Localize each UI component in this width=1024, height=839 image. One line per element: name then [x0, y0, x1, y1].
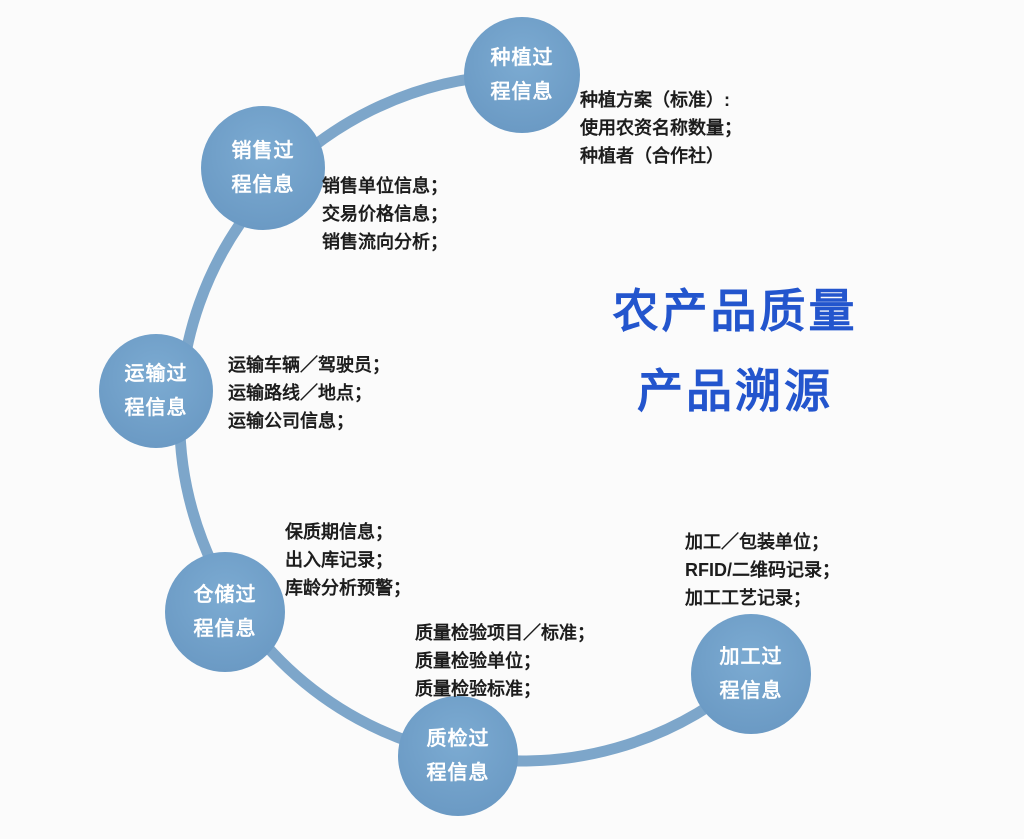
node-sales-label-line2: 程信息 — [231, 173, 295, 196]
note-line: 运输路线／地点； — [228, 383, 372, 403]
note-line: 运输车辆／驾驶员； — [228, 355, 390, 375]
note-line: 销售单位信息； — [322, 176, 448, 196]
node-transport: 运输过 程信息 — [99, 334, 213, 448]
notes-processing: 加工／包装单位； RFID/二维码记录； 加工工艺记录； — [685, 528, 840, 612]
notes-transport: 运输车辆／驾驶员； 运输路线／地点； 运输公司信息； — [228, 351, 390, 435]
node-processing-label-line1: 加工过 — [719, 645, 783, 668]
cycle-arc — [174, 69, 755, 767]
node-warehouse-label-line2: 程信息 — [193, 617, 257, 640]
notes-warehouse: 保质期信息； 出入库记录； 库龄分析预警； — [285, 518, 411, 602]
node-inspection-label-line1: 质检过 — [426, 727, 490, 750]
note-line: 运输公司信息； — [228, 411, 354, 431]
node-planting-label-line2: 程信息 — [490, 80, 554, 103]
node-transport-label-line2: 程信息 — [124, 396, 188, 419]
node-warehouse-label-line1: 仓储过 — [193, 583, 257, 606]
note-line: 质量检验标准； — [415, 679, 541, 699]
node-planting: 种植过 程信息 — [464, 17, 580, 133]
note-line: 出入库记录； — [285, 550, 393, 570]
notes-inspection: 质量检验项目／标准； 质量检验单位； 质量检验标准； — [415, 619, 595, 703]
note-line: 质量检验项目／标准； — [415, 623, 595, 643]
node-inspection-label-line2: 程信息 — [426, 761, 490, 784]
node-planting-label-line1: 种植过 — [490, 46, 554, 69]
node-processing: 加工过 程信息 — [691, 614, 811, 734]
note-line: 质量检验单位； — [415, 651, 541, 671]
node-warehouse: 仓储过 程信息 — [165, 552, 285, 672]
node-inspection: 质检过 程信息 — [398, 696, 518, 816]
node-processing-label-line2: 程信息 — [719, 679, 783, 702]
note-line: 种植者（合作社） — [580, 146, 724, 166]
note-line: RFID/二维码记录； — [685, 560, 840, 580]
notes-sales: 销售单位信息； 交易价格信息； 销售流向分析； — [322, 172, 448, 256]
note-line: 交易价格信息； — [322, 204, 448, 224]
notes-planting: 种植方案（标准）: 使用农资名称数量； 种植者（合作社） — [580, 86, 742, 170]
diagram-title-line2: 产品溯源 — [637, 365, 833, 417]
note-line: 销售流向分析； — [322, 232, 448, 252]
node-sales: 销售过 程信息 — [201, 106, 325, 230]
note-line: 库龄分析预警； — [285, 578, 411, 598]
note-line: 使用农资名称数量； — [580, 118, 742, 138]
diagram-title-line1: 农产品质量 — [612, 285, 858, 337]
note-line: 保质期信息； — [285, 522, 393, 542]
node-transport-label-line1: 运输过 — [124, 362, 188, 385]
note-line: 加工／包装单位； — [685, 532, 829, 552]
node-sales-label-line1: 销售过 — [231, 139, 295, 162]
note-line: 加工工艺记录； — [685, 588, 811, 608]
diagram-title: 农产品质量 产品溯源 — [585, 288, 885, 414]
note-line: 种植方案（标准）: — [580, 90, 730, 110]
